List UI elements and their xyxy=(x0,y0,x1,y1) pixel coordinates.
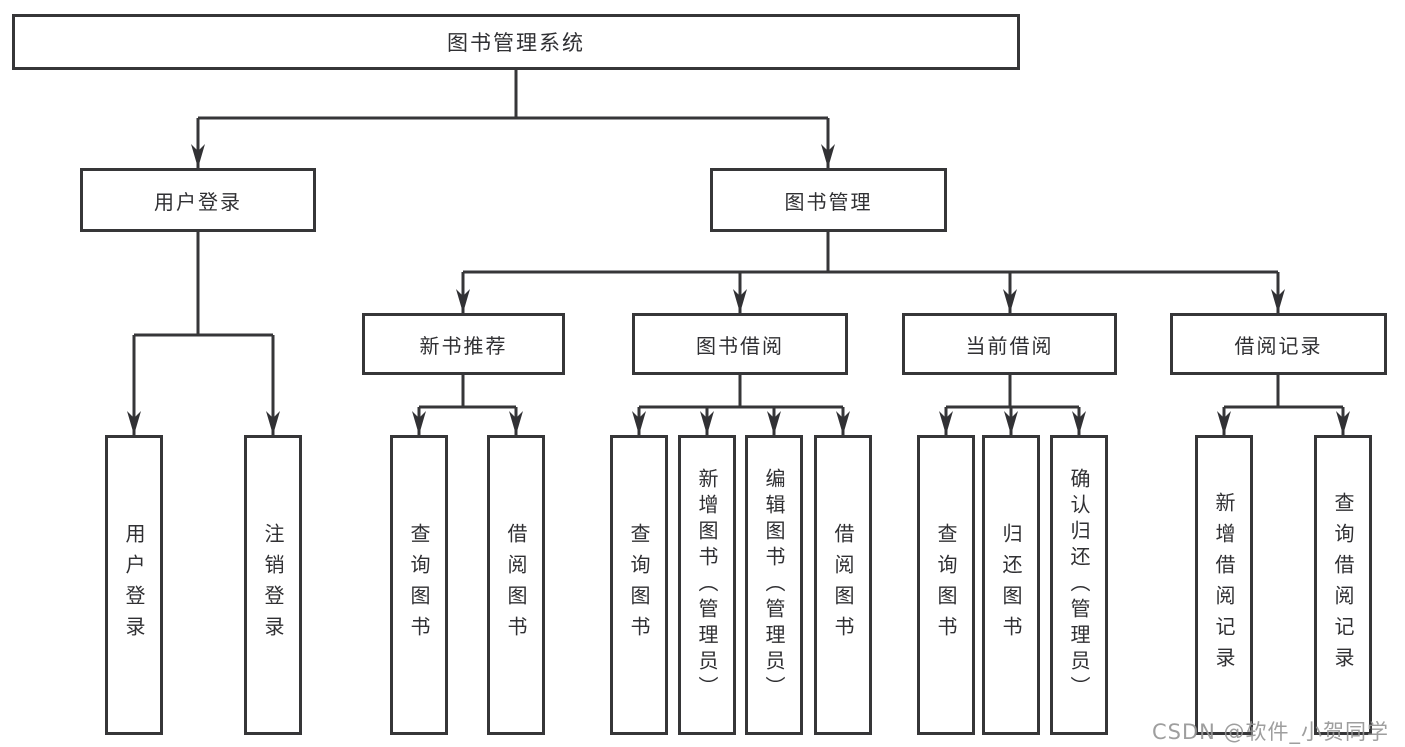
node-user-login: 用户登录 xyxy=(80,168,316,232)
leaf-add-borrow-record: 新增借阅记录 xyxy=(1195,435,1253,735)
node-current-borrowing-label: 当前借阅 xyxy=(965,333,1054,358)
leaf-logout: 注销登录 xyxy=(244,435,302,735)
leaf-logout-label: 注销登录 xyxy=(261,523,285,647)
leaf-confirm-return-admin-label: 确认归还（管理员） xyxy=(1067,468,1091,702)
leaf-add-book-admin-label: 新增图书（管理员） xyxy=(695,468,719,702)
leaf-edit-book-admin: 编辑图书（管理员） xyxy=(745,435,803,735)
leaf-confirm-return-admin: 确认归还（管理员） xyxy=(1050,435,1108,735)
leaf-query-books-borrow: 查询图书 xyxy=(610,435,668,735)
leaf-borrow-books-recommend-label: 借阅图书 xyxy=(504,523,528,647)
node-library-system: 图书管理系统 xyxy=(12,14,1020,70)
node-book-management: 图书管理 xyxy=(710,168,947,232)
leaf-return-books: 归还图书 xyxy=(982,435,1040,735)
node-book-borrowing: 图书借阅 xyxy=(632,313,848,375)
leaf-query-books-current: 查询图书 xyxy=(917,435,975,735)
leaf-query-books-current-label: 查询图书 xyxy=(934,523,958,647)
leaf-user-login: 用户登录 xyxy=(105,435,163,735)
leaf-add-book-admin: 新增图书（管理员） xyxy=(678,435,736,735)
leaf-add-borrow-record-label: 新增借阅记录 xyxy=(1212,492,1236,678)
node-book-management-label: 图书管理 xyxy=(784,189,873,214)
leaf-query-books-borrow-label: 查询图书 xyxy=(627,523,651,647)
leaf-return-books-label: 归还图书 xyxy=(999,523,1023,647)
leaf-query-borrow-record-label: 查询借阅记录 xyxy=(1331,492,1355,678)
node-book-borrowing-label: 图书借阅 xyxy=(696,333,784,358)
leaf-edit-book-admin-label: 编辑图书（管理员） xyxy=(762,468,786,702)
node-borrowing-records-label: 借阅记录 xyxy=(1234,333,1323,358)
node-current-borrowing: 当前借阅 xyxy=(902,313,1117,375)
node-new-book-recommend: 新书推荐 xyxy=(362,313,565,375)
leaf-query-books-recommend-label: 查询图书 xyxy=(407,523,431,647)
leaf-borrow-books: 借阅图书 xyxy=(814,435,872,735)
leaf-query-books-recommend: 查询图书 xyxy=(390,435,448,735)
node-user-login-label: 用户登录 xyxy=(154,189,242,214)
leaf-user-login-label: 用户登录 xyxy=(122,523,146,647)
node-borrowing-records: 借阅记录 xyxy=(1170,313,1387,375)
leaf-borrow-books-recommend: 借阅图书 xyxy=(487,435,545,735)
node-new-book-recommend-label: 新书推荐 xyxy=(419,333,508,358)
leaf-query-borrow-record: 查询借阅记录 xyxy=(1314,435,1372,735)
leaf-borrow-books-label: 借阅图书 xyxy=(831,523,855,647)
node-library-system-label: 图书管理系统 xyxy=(447,31,585,55)
csdn-watermark: CSDN @软件_小贺同学 xyxy=(1152,720,1390,744)
